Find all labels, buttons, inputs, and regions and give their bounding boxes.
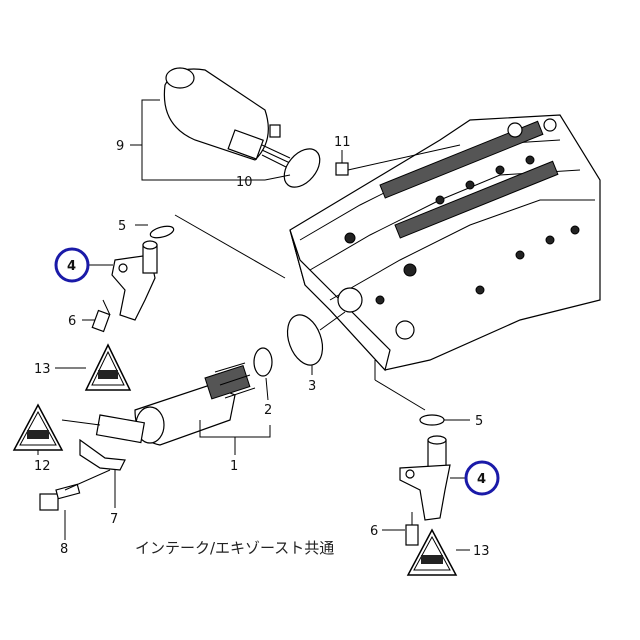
- leader-lines: [37, 99, 470, 551]
- warning-label-icon-12: [12, 403, 64, 451]
- sensor-part-4-right: [399, 435, 451, 521]
- bolt-part-8: [39, 483, 81, 511]
- actuator-part-9: [163, 67, 291, 169]
- bolt-part-6-left: [91, 299, 111, 333]
- o-ring-part-5-left: [149, 225, 175, 239]
- callout-10: 10: [236, 175, 253, 190]
- callout-7: 7: [110, 512, 118, 527]
- cylinder-head: [289, 114, 601, 372]
- callout-6-left: 6: [68, 314, 76, 329]
- sensor-part-4-left: [111, 240, 158, 321]
- warning-label-icon-13-right: [406, 528, 458, 576]
- callout-11: 11: [334, 135, 351, 150]
- callout-5-right: 5: [475, 414, 483, 429]
- callout-9: 9: [116, 139, 124, 154]
- callout-2: 2: [264, 403, 272, 418]
- o-ring-part-5-right: [419, 414, 445, 426]
- callout-1: 1: [230, 459, 238, 474]
- callout-13-left: 13: [34, 362, 51, 377]
- callout-5-left: 5: [118, 219, 126, 234]
- clamp-part-10: [283, 148, 321, 188]
- callout-8: 8: [60, 542, 68, 557]
- callout-4-right: 4: [477, 472, 486, 487]
- warning-label-icon-13-left: [84, 343, 132, 391]
- callout-6-right: 6: [370, 524, 378, 539]
- o-ring-part-2: [253, 347, 273, 377]
- caption: インテーク/エキゾースト共通: [135, 539, 334, 557]
- highlight-circle-right: [464, 460, 500, 496]
- callout-13-right: 13: [473, 544, 490, 559]
- bolt-part-6-right: [405, 512, 419, 546]
- nut-part-11: [335, 160, 349, 176]
- callout-3: 3: [308, 379, 316, 394]
- seal-part-3: [286, 314, 324, 366]
- callout-4-left: 4: [67, 259, 76, 274]
- highlight-circle-left: [54, 247, 90, 283]
- bracket-part-7: [79, 438, 126, 471]
- callout-12: 12: [34, 459, 51, 474]
